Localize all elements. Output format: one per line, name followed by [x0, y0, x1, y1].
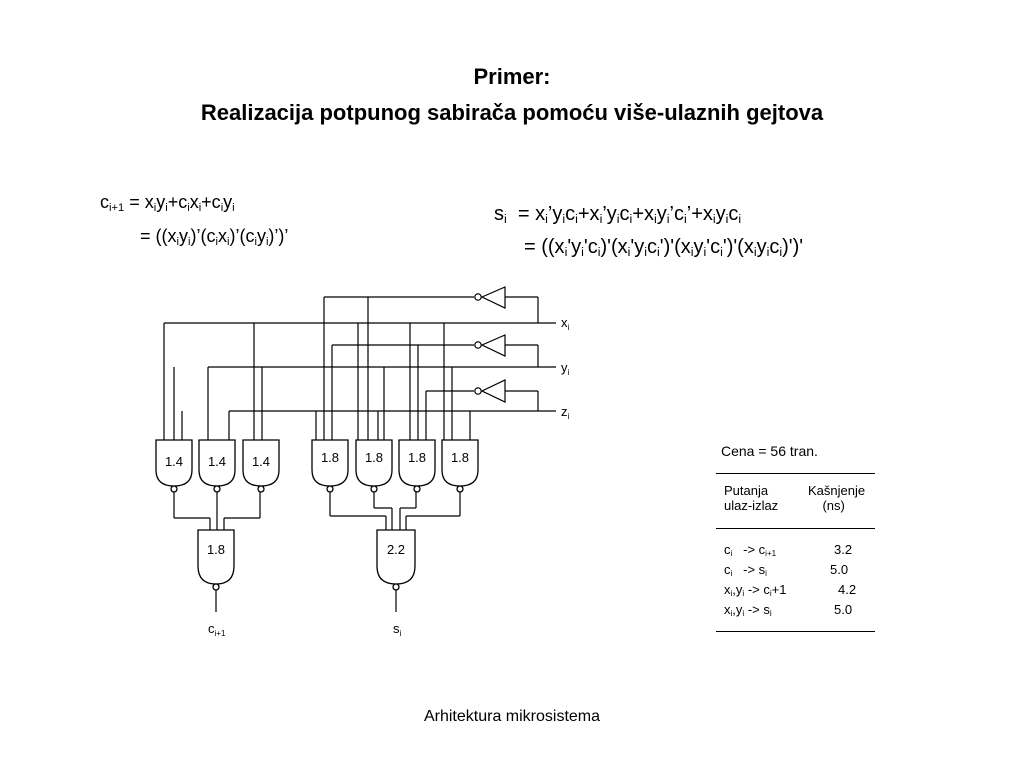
carry-formula-line1: ci+1 = xiyi+cixi+ciyi — [100, 192, 235, 214]
table-header-delay: Kašnjenje (ns) — [808, 483, 866, 513]
gate-label-carry-1: 1.4 — [165, 454, 183, 469]
output-label-sum: si — [393, 621, 402, 638]
input-label-z: zi — [561, 404, 570, 421]
nand-gate-sum-out — [376, 529, 416, 585]
cost-label: Cena = 56 tran. — [721, 443, 818, 459]
inverter-z — [480, 379, 506, 403]
slide-subtitle: Realizacija potpunog sabirača pomoću viš… — [200, 100, 824, 125]
gate-label-sum-4: 1.8 — [451, 450, 469, 465]
gate-label-sum-1: 1.8 — [321, 450, 339, 465]
inverter-x — [480, 286, 506, 309]
inverter-y — [480, 334, 506, 357]
gate-label-carry-3: 1.4 — [252, 454, 270, 469]
input-label-y: yi — [561, 360, 570, 377]
sum-formula-line2: = ((xi'yi'ci)'(xi'yici')'(xiyi'ci')'(xiy… — [524, 236, 804, 260]
table-top-rule — [716, 473, 875, 474]
gate-label-sum-3: 1.8 — [408, 450, 426, 465]
table-bottom-rule — [716, 631, 875, 632]
slide-title: Primer: — [473, 64, 551, 89]
input-label-x: xi — [561, 315, 570, 332]
gate-label-sum-2: 1.8 — [365, 450, 383, 465]
gate-label-sum-out: 2.2 — [387, 542, 405, 557]
footer-text: Arhitektura mikrosistema — [423, 708, 601, 725]
gate-label-carry-out: 1.8 — [207, 542, 225, 557]
sum-formula-line1: si = xi’yici+xi’yici+xiyi’ci’+xiyici — [494, 203, 742, 227]
output-label-carry: ci+1 — [208, 621, 226, 638]
carry-formula-line2: = ((xiyi)’(cixi)’(ciyi)’)’ — [140, 226, 289, 248]
gate-label-carry-2: 1.4 — [208, 454, 226, 469]
table-header-rule — [716, 528, 875, 529]
nand-gate-carry-out — [197, 529, 235, 585]
